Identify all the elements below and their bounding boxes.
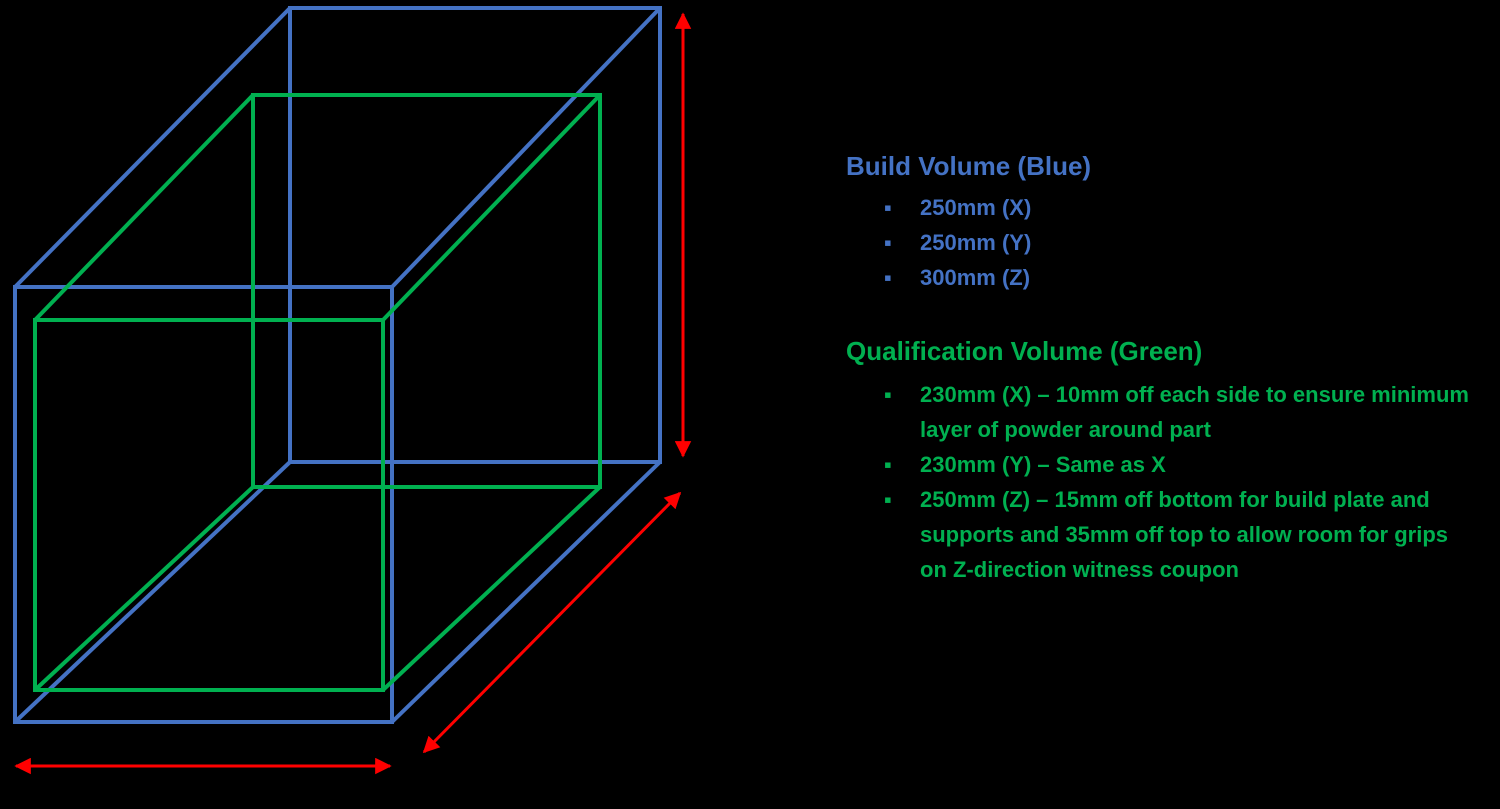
build-dimension-x: 250mm (X) — [920, 195, 1032, 220]
build-cube-edge-top-left — [13, 6, 292, 289]
qual-cube-edge-bottom-left — [33, 485, 255, 692]
qualification-volume-list: ▪ 230mm (X) – 10mm off each side to ensu… — [846, 377, 1494, 587]
qualification-volume-section: Qualification Volume (Green) ▪ 230mm (X)… — [846, 335, 1494, 587]
volume-diagram — [13, 6, 692, 775]
build-volume-title: Build Volume (Blue) — [846, 151, 1092, 181]
qualification-volume-title: Qualification Volume (Green) — [846, 336, 1203, 366]
build-cube-back-face — [288, 6, 662, 464]
bullet-icon: ▪ — [884, 487, 892, 512]
build-volume-cube — [13, 6, 662, 724]
qual-cube-front-face — [33, 318, 385, 692]
qual-cube-back-face — [251, 93, 602, 489]
build-cube-edge-bottom-right — [390, 460, 662, 724]
list-item: ▪ 250mm (Y) — [846, 225, 1494, 260]
list-item: ▪ 300mm (Z) — [846, 260, 1494, 295]
qual-dimension-z: 250mm (Z) – 15mm off bottom for build pl… — [920, 487, 1449, 582]
bullet-icon: ▪ — [884, 452, 892, 477]
list-item: ▪ 250mm (X) — [846, 190, 1494, 225]
qual-cube-edge-bottom-right — [381, 485, 602, 692]
qual-cube-edge-top-left — [33, 93, 255, 322]
depth-dimension-arrow — [422, 491, 682, 754]
build-volume-list: ▪ 250mm (X) ▪ 250mm (Y) ▪ 300mm (Z) — [846, 190, 1494, 295]
qual-dimension-y: 230mm (Y) – Same as X — [920, 452, 1166, 477]
qual-cube-edge-top-right — [381, 93, 602, 322]
build-volume-section: Build Volume (Blue) ▪ 250mm (X) ▪ 250mm … — [846, 150, 1494, 295]
qual-dimension-x: 230mm (X) – 10mm off each side to ensure… — [920, 382, 1469, 442]
build-dimension-y: 250mm (Y) — [920, 230, 1032, 255]
build-dimension-z: 300mm (Z) — [920, 265, 1031, 290]
bullet-icon: ▪ — [884, 382, 892, 407]
build-cube-edge-top-right — [390, 6, 662, 289]
list-item: ▪ 250mm (Z) – 15mm off bottom for build … — [846, 482, 1494, 587]
bullet-icon: ▪ — [884, 265, 892, 290]
list-item: ▪ 230mm (Y) – Same as X — [846, 447, 1494, 482]
list-item: ▪ 230mm (X) – 10mm off each side to ensu… — [846, 377, 1494, 447]
build-cube-edge-bottom-left — [13, 460, 292, 724]
bullet-icon: ▪ — [884, 230, 892, 255]
legend: Build Volume (Blue) ▪ 250mm (X) ▪ 250mm … — [846, 150, 1494, 587]
bullet-icon: ▪ — [884, 195, 892, 220]
